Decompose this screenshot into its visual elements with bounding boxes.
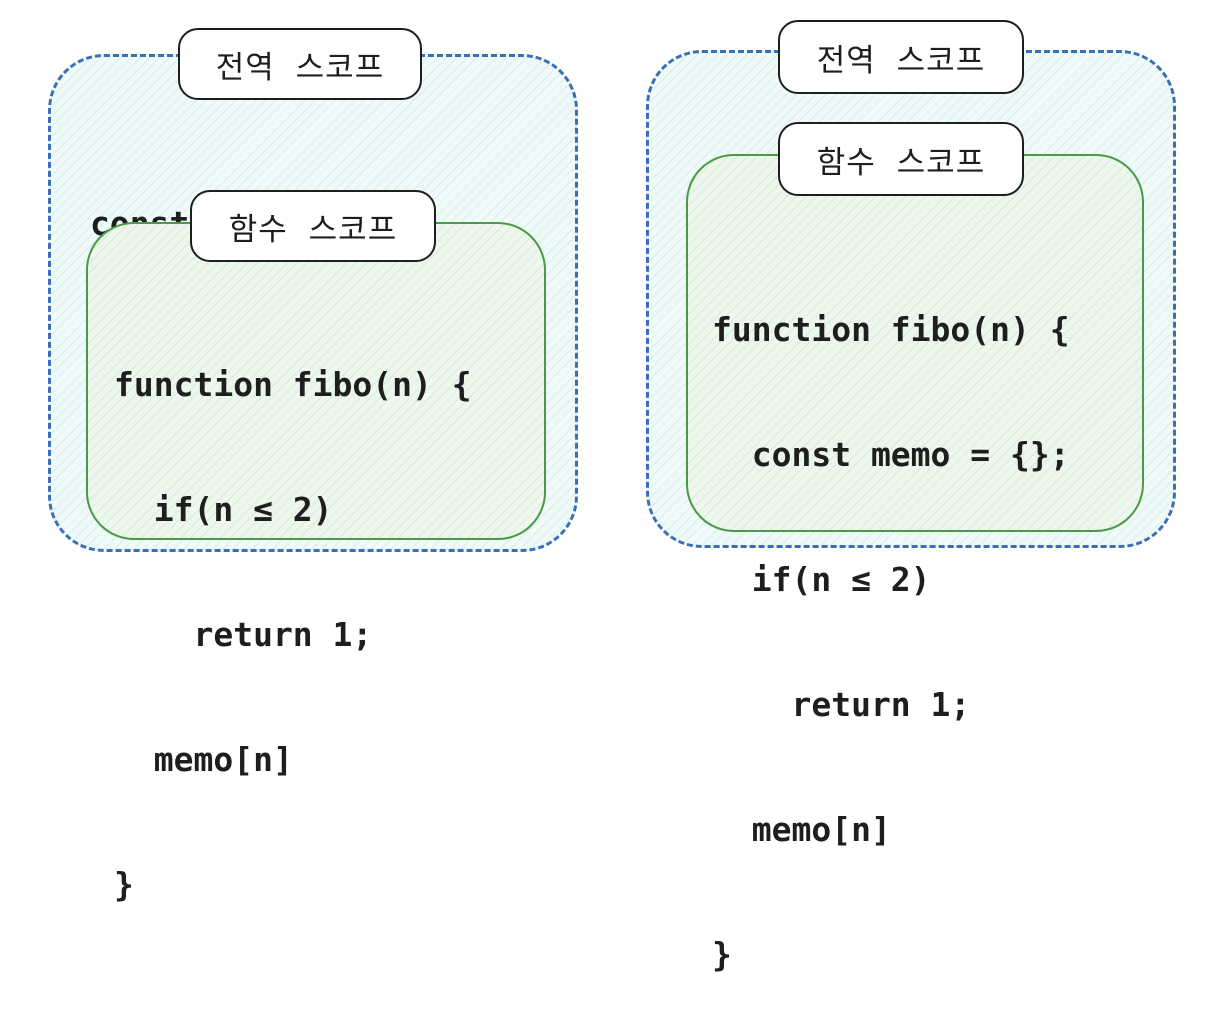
code-line: memo[n]	[712, 810, 891, 849]
code-line: if(n ≤ 2)	[114, 490, 333, 529]
code-line: }	[712, 935, 732, 974]
code-line: }	[114, 865, 134, 904]
left-global-scope-label: 전역 스코프	[178, 28, 422, 100]
code-line: const memo = {};	[712, 435, 1070, 474]
code-line: return 1;	[712, 685, 971, 724]
right-function-code: function fibo(n) { const memo = {}; if(n…	[712, 228, 1070, 1017]
right-function-scope-label: 함수 스코프	[778, 122, 1024, 196]
right-global-scope-label: 전역 스코프	[778, 20, 1024, 94]
code-line: memo[n]	[114, 740, 293, 779]
code-line: if(n ≤ 2)	[712, 560, 931, 599]
left-function-code: function fibo(n) { if(n ≤ 2) return 1; m…	[114, 283, 472, 947]
code-line: function fibo(n) {	[114, 365, 472, 404]
code-line: function fibo(n) {	[712, 310, 1070, 349]
code-line: return 1;	[114, 615, 373, 654]
left-function-scope-box	[86, 222, 546, 540]
left-function-scope-label: 함수 스코프	[190, 190, 436, 262]
